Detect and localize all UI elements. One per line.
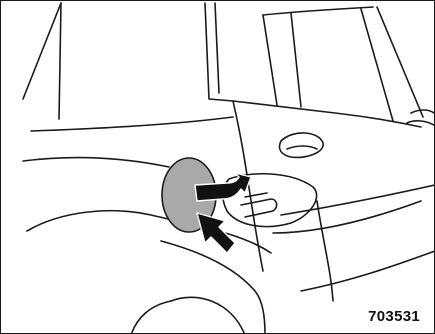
window-top xyxy=(263,7,373,15)
door-frame-line xyxy=(263,15,277,105)
rear-window-inner xyxy=(215,3,219,93)
lower-body-line xyxy=(281,185,435,215)
fuel-recess-inner xyxy=(241,199,277,217)
tire-curve-2 xyxy=(131,301,171,334)
door-handle xyxy=(279,133,323,157)
front-door-handle xyxy=(411,110,434,113)
sill-line xyxy=(301,251,435,291)
fuel-recess-inner-2 xyxy=(245,193,267,197)
door-frame-line-2 xyxy=(291,13,301,107)
door-top-edge xyxy=(233,101,421,127)
window-frame-right-2 xyxy=(377,7,423,117)
window-frame-right xyxy=(361,9,393,121)
door-lower-line xyxy=(273,201,421,233)
roof-line xyxy=(23,3,61,99)
tire-curve xyxy=(171,297,245,334)
body-crease xyxy=(31,117,233,131)
push-arrow-lower-icon xyxy=(197,213,235,253)
wheel-arch-outer xyxy=(27,211,271,253)
figure-number: 703531 xyxy=(368,308,420,325)
quarter-panel-line xyxy=(23,158,169,167)
wheel-arch-inner xyxy=(161,241,265,334)
pillar-line xyxy=(59,3,61,119)
door-handle-recess xyxy=(287,146,317,149)
